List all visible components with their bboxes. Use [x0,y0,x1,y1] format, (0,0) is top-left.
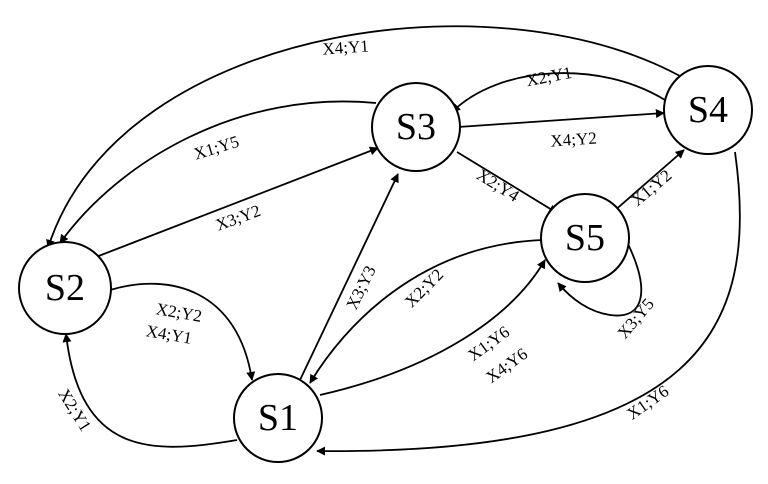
label-s3-to-s5: X2;Y4 [473,165,523,206]
edge-s5-to-s4 [612,149,685,213]
edge-s3-to-s2 [59,100,377,244]
state-s1-label: S1 [258,397,298,439]
label-s3-to-s2: X1;Y5 [191,132,241,164]
edge-s3-to-s4 [457,109,665,128]
state-s4: S4 [663,65,753,155]
edge-s1-to-s5 [319,259,546,396]
label-s2-to-s1-b: X4;Y1 [145,321,194,348]
state-s3: S3 [371,82,461,172]
label-s5-to-s4: X1;Y2 [628,166,676,210]
label-s5-to-s5: X3;Y5 [614,295,658,343]
label-s1-to-s2: X2;Y1 [54,385,95,434]
state-s1: S1 [233,373,323,463]
edge-s2-to-s3 [95,146,379,258]
label-s1-to-s3: X3;Y3 [342,263,379,313]
edge-s4-to-s1 [316,151,741,456]
edge-s5-to-s1 [309,239,543,384]
state-s2: S2 [18,241,112,335]
edge-s3-to-s5 [456,151,558,214]
label-s4-to-s2: X4;Y1 [322,36,369,58]
state-s5-label: S5 [565,217,605,259]
edge-s4-to-s3 [451,72,666,113]
state-s4-label: S4 [688,89,728,131]
label-s2-to-s1-a: X2;Y2 [155,299,204,326]
label-s4-to-s1: X1;Y6 [623,381,672,423]
edge-s4-to-s2 [46,25,701,249]
edge-s5-to-s5 [557,243,643,317]
state-s2-label: S2 [45,267,85,309]
label-s2-to-s3: X3;Y2 [213,201,263,235]
edge-s1-to-s3 [299,173,399,381]
edge-s1-to-s2 [62,333,238,448]
label-s3-to-s4: X4;Y2 [550,128,597,150]
edge-s2-to-s1 [109,282,256,381]
label-s4-to-s3: X2;Y1 [524,63,573,90]
state-s3-label: S3 [396,106,436,148]
state-s5: S5 [540,193,630,283]
